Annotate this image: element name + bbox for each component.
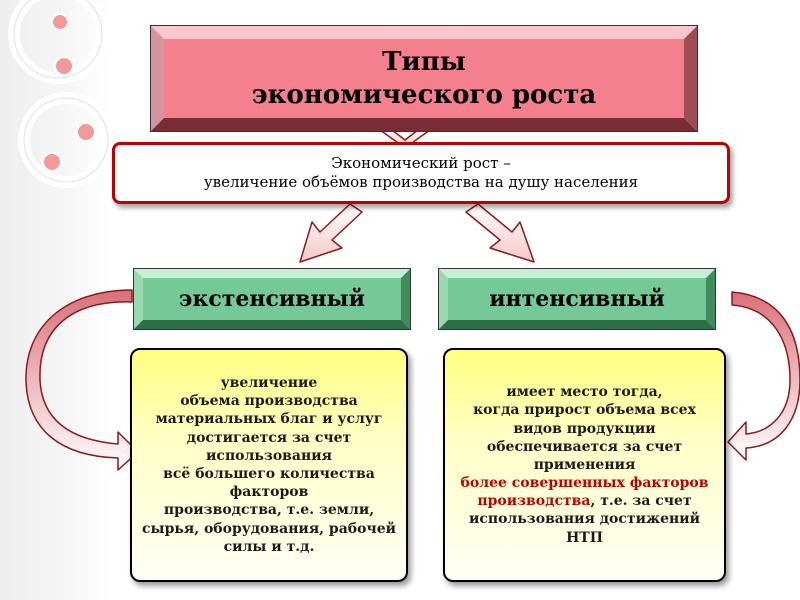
decorative-circles xyxy=(8,0,112,188)
extensive-description-box: увеличение объема производства материаль… xyxy=(130,348,408,582)
extensive-desc-line: достигается за счет xyxy=(186,429,352,446)
dot-decoration xyxy=(51,13,69,31)
extensive-bevel xyxy=(133,268,411,330)
extensive-type-box: экстенсивный xyxy=(133,268,411,330)
definition-line-1: Экономический рост – xyxy=(331,153,511,172)
extensive-desc-line: материальных благ и услуг xyxy=(155,411,383,428)
intensive-desc-line: когда прирост объема всех xyxy=(473,402,696,419)
extensive-desc-line: силы и т.д. xyxy=(223,538,315,555)
intensive-description-box: имеет место тогда, когда прирост объема … xyxy=(443,348,726,582)
extensive-desc-line: факторов xyxy=(229,484,309,501)
intensive-label: интенсивный xyxy=(489,286,665,312)
extensive-desc-line: всё большего количества xyxy=(163,466,375,482)
ring-decoration xyxy=(13,0,103,79)
intensive-highlight-line: более совершенных факторов xyxy=(460,475,709,492)
extensive-desc-line: объема производства xyxy=(180,393,358,410)
intensive-mixed-line: производства, т.е. за счет xyxy=(477,492,691,510)
title-box: Типы экономического роста xyxy=(150,25,698,132)
dot-decoration xyxy=(76,122,96,142)
curved-arrow-left xyxy=(25,289,139,471)
dot-decoration xyxy=(42,152,62,172)
title-line-1: Типы xyxy=(382,47,466,77)
intensive-desc-line: имеет место тогда, xyxy=(506,384,663,401)
arrow-to-extensive xyxy=(299,203,363,263)
page-title: Типы экономического роста xyxy=(164,39,684,118)
intensive-type-box: интенсивный xyxy=(438,268,716,330)
intensive-desc-line: НТП xyxy=(566,529,603,546)
intensive-desc-line: обеспечивается за счет xyxy=(486,438,683,455)
intensive-desc-line: использования достижений xyxy=(468,511,701,528)
dot-decoration xyxy=(54,56,74,76)
intensive-bevel xyxy=(438,268,716,330)
extensive-label: экстенсивный xyxy=(179,286,365,312)
extensive-desc-line: увеличение xyxy=(220,375,318,392)
intensive-after-highlight: , т.е. за счет xyxy=(590,493,692,510)
definition-line-2: увеличение объёмов производства на душу … xyxy=(203,173,639,191)
intensive-highlight-word: производства xyxy=(477,493,591,510)
intensive-desc-line: видов продукции xyxy=(513,420,656,437)
ring-decoration xyxy=(23,97,109,183)
extensive-desc-line: производства, т.е. земли, xyxy=(163,502,375,519)
title-bevel xyxy=(150,25,698,132)
curved-arrow-right xyxy=(727,291,800,461)
extensive-desc-line: использования xyxy=(206,447,332,464)
definition-box: Экономический рост – увеличение объёмов … xyxy=(112,142,730,204)
arrow-to-intensive xyxy=(465,203,535,263)
title-line-2: экономического роста xyxy=(251,79,597,110)
intensive-desc-line: применения xyxy=(533,456,636,473)
extensive-desc-line: сырья, оборудования, рабочей xyxy=(142,520,396,537)
